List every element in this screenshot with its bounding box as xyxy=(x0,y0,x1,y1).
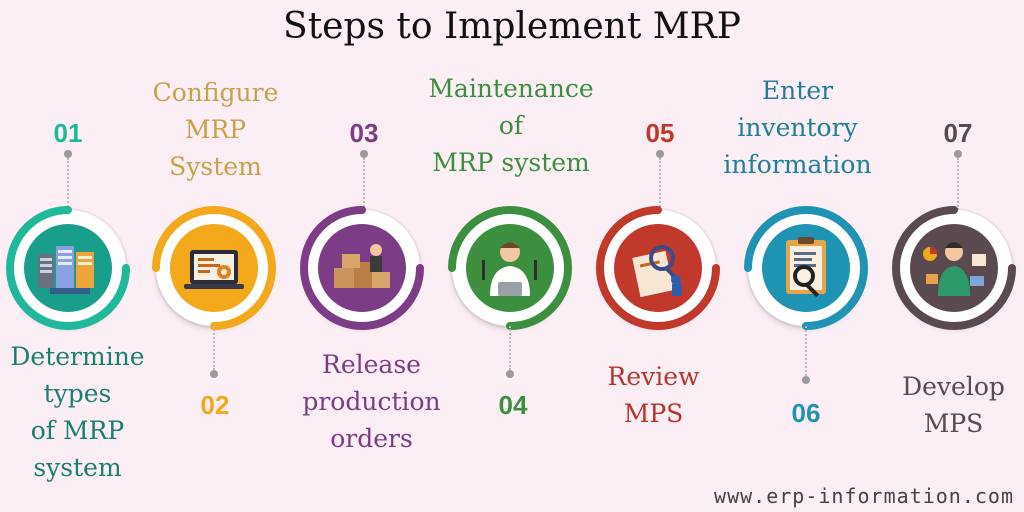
step-label-07: Develop MPS xyxy=(902,372,1005,438)
connector-line xyxy=(363,158,365,210)
connector-line xyxy=(805,326,807,376)
progress-arc xyxy=(6,206,130,330)
step-circle-02 xyxy=(152,206,276,330)
step-number-01: 01 xyxy=(53,118,83,148)
progress-arc xyxy=(152,206,276,330)
connector-line xyxy=(509,326,511,370)
connector-dot xyxy=(656,150,664,158)
progress-arc xyxy=(448,206,572,330)
step-label-01: Determine types of MRP system xyxy=(10,342,145,482)
boxes-icon xyxy=(334,244,390,288)
technician-icon xyxy=(482,242,537,296)
connector-dot xyxy=(360,150,368,158)
step-label-03: Release production orders xyxy=(302,350,441,453)
step-label-02: Configure MRP System xyxy=(152,78,279,181)
review-icon xyxy=(632,245,682,298)
step-circle-05 xyxy=(596,206,720,330)
step-number-03: 03 xyxy=(349,118,379,148)
step-label-04: Maintenance of MRP system xyxy=(428,74,594,177)
step-number-05: 05 xyxy=(645,118,675,148)
step-circle-04 xyxy=(448,206,572,330)
config-icon xyxy=(184,250,244,289)
progress-arc xyxy=(300,206,424,330)
step-number-06: 06 xyxy=(791,398,821,428)
step-circle-01 xyxy=(6,206,130,330)
connector-dot xyxy=(954,150,962,158)
step-circle-03 xyxy=(300,206,424,330)
step-circle-07 xyxy=(892,206,1016,330)
connector-dot xyxy=(64,150,72,158)
step-number-04: 04 xyxy=(498,390,528,420)
connector-line xyxy=(67,158,69,210)
clipboard-icon xyxy=(786,237,826,298)
server-icon xyxy=(38,246,94,294)
connector-dot xyxy=(802,376,810,384)
step-circle-06 xyxy=(744,206,868,330)
connector-dot xyxy=(210,370,218,378)
connector-line xyxy=(659,158,661,210)
connector-dot xyxy=(506,370,514,378)
progress-arc xyxy=(892,206,1016,330)
page-title: Steps to Implement MRP xyxy=(283,6,741,47)
connector-line xyxy=(213,326,215,370)
step-number-07: 07 xyxy=(943,118,973,148)
footer-url: www.erp-information.com xyxy=(714,484,1014,508)
step-number-02: 02 xyxy=(200,390,230,420)
connector-line xyxy=(957,158,959,210)
develop-icon xyxy=(923,242,986,296)
step-label-06: Enter inventory information xyxy=(723,76,872,179)
step-label-05: Review MPS xyxy=(607,362,700,428)
progress-arc xyxy=(744,206,868,330)
progress-arc xyxy=(596,206,720,330)
